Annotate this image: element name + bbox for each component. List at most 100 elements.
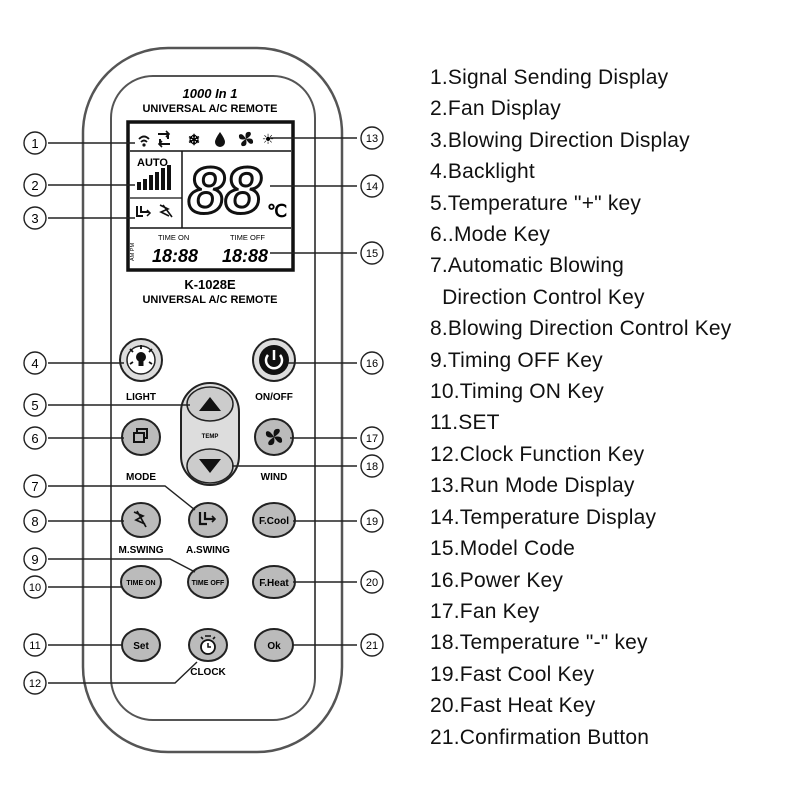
fast-cool-button[interactable]: F.Cool — [252, 502, 296, 538]
svg-text:14: 14 — [366, 181, 378, 193]
legend-item: 9.Timing OFF Key — [430, 348, 603, 372]
auto-swing-button[interactable] — [188, 502, 228, 538]
legend-item: 2.Fan Display — [430, 97, 561, 121]
lcd-celsius-unit: ℃ — [267, 201, 287, 221]
lcd-auto-label: AUTO — [137, 157, 168, 169]
lcd-ampm-1: AM PM — [130, 243, 136, 261]
snowflake-icon: ❄ — [188, 132, 201, 149]
ok-label: Ok — [267, 641, 281, 652]
fan-icon-wind — [265, 428, 283, 446]
svg-text:4: 4 — [31, 356, 38, 371]
manual-swing-button[interactable] — [121, 502, 161, 538]
fast-heat-button[interactable]: F.Heat — [252, 565, 296, 599]
fcool-label: F.Cool — [259, 516, 289, 527]
clock-icon — [200, 635, 216, 655]
callout-21: 21 — [360, 633, 384, 657]
mode-button[interactable] — [121, 418, 161, 456]
water-drop-icon — [215, 132, 225, 147]
timing-on-button[interactable]: TIME ON — [120, 565, 162, 599]
svg-text:18: 18 — [366, 461, 378, 473]
aswing-label: A.SWING — [186, 545, 230, 556]
svg-text:20: 20 — [366, 577, 378, 589]
auto-swing-icon — [198, 512, 217, 526]
manual-swing-icon — [133, 510, 147, 528]
temp-rocker: TEMP — [180, 382, 240, 486]
brand-subtitle: UNIVERSAL A/C REMOTE — [142, 103, 277, 115]
set-button[interactable]: Set — [121, 628, 161, 662]
arrow-up-icon — [199, 397, 221, 411]
light-label: LIGHT — [126, 392, 156, 403]
lcd-temperature-digits: 88 — [188, 153, 262, 227]
ok-button[interactable]: Ok — [254, 628, 294, 662]
set-label: Set — [133, 641, 149, 652]
legend-item: 3.Blowing Direction Display — [430, 128, 690, 152]
temp-down-button[interactable] — [186, 448, 234, 484]
recycle-icon — [157, 130, 171, 148]
mswing-label: M.SWING — [119, 545, 164, 556]
callout-18: 18 — [360, 454, 384, 478]
lcd-time-on-label: TIME ON — [158, 233, 189, 242]
timeoff-label: TIME OFF — [192, 580, 225, 587]
timeon-label: TIME ON — [126, 580, 155, 587]
legend-item: 5.Temperature "+" key — [430, 191, 642, 215]
lcd-time-on-value: 18:88 — [152, 246, 198, 266]
legend-item: 8.Blowing Direction Control Key — [430, 317, 732, 341]
bulb-icon — [129, 345, 153, 366]
svg-text:5: 5 — [31, 398, 38, 413]
svg-text:15: 15 — [366, 248, 378, 260]
timing-off-button[interactable]: TIME OFF — [187, 565, 229, 599]
wind-button[interactable] — [254, 418, 294, 456]
leader-lines — [48, 137, 357, 684]
legend-item: 11.SET — [430, 411, 500, 435]
fan-icon — [238, 131, 254, 147]
callout-13: 13 — [360, 126, 384, 150]
legend-item: 18.Temperature "-" key — [430, 631, 648, 655]
legend-item: 6..Mode Key — [430, 223, 551, 247]
svg-text:2: 2 — [31, 178, 38, 193]
legend-item: 12.Clock Function Key — [430, 442, 645, 466]
mode-icon — [133, 428, 148, 443]
legend-item: 7.Automatic Blowing — [430, 254, 625, 278]
svg-text:17: 17 — [366, 433, 378, 445]
callout-4: 4 — [23, 351, 47, 375]
callout-6: 6 — [23, 426, 47, 450]
temp-label: TEMP — [202, 434, 219, 440]
legend-item: 13.Run Mode Display — [430, 474, 635, 498]
legend-item: 19.Fast Cool Key — [430, 662, 595, 686]
callout-19: 19 — [360, 509, 384, 533]
callout-15: 15 — [360, 241, 384, 265]
manual-swing-lcd-icon — [159, 204, 173, 218]
callout-2: 2 — [23, 173, 47, 197]
legend-item: 21.Confirmation Button — [430, 725, 650, 749]
callout-11: 11 — [23, 633, 47, 657]
fheat-label: F.Heat — [259, 578, 289, 589]
callout-5: 5 — [23, 393, 47, 417]
clock-label: CLOCK — [190, 667, 226, 678]
model-subtitle: UNIVERSAL A/C REMOTE — [142, 294, 277, 306]
svg-text:12: 12 — [29, 678, 41, 690]
svg-text:19: 19 — [366, 516, 378, 528]
legend-item: 14.Temperature Display — [430, 505, 657, 529]
svg-text:6: 6 — [31, 431, 38, 446]
svg-text:9: 9 — [31, 552, 38, 567]
legend-item: Direction Control Key — [430, 285, 645, 309]
onoff-label: ON/OFF — [255, 392, 293, 403]
callout-1: 1 — [23, 131, 47, 155]
power-button[interactable] — [252, 338, 296, 382]
svg-text:10: 10 — [29, 582, 41, 594]
svg-text:16: 16 — [366, 358, 378, 370]
callout-12: 12 — [23, 671, 47, 695]
brand-title: 1000 In 1 — [183, 86, 238, 101]
signal-icon — [138, 135, 150, 147]
callout-14: 14 — [360, 174, 384, 198]
auto-swing-lcd-icon — [136, 206, 152, 217]
lcd-display: ❄ ☀ AUTO 88 ℃ TIME ON TIME OFF A — [126, 120, 295, 272]
light-button[interactable] — [119, 338, 163, 382]
legend-item: 17.Fan Key — [430, 599, 540, 623]
temp-up-button[interactable] — [186, 386, 234, 422]
clock-button[interactable] — [188, 628, 228, 662]
svg-text:7: 7 — [31, 479, 38, 494]
svg-text:1: 1 — [31, 136, 38, 151]
legend-list: 1.Signal Sending Display 2.Fan Display 3… — [430, 62, 732, 753]
